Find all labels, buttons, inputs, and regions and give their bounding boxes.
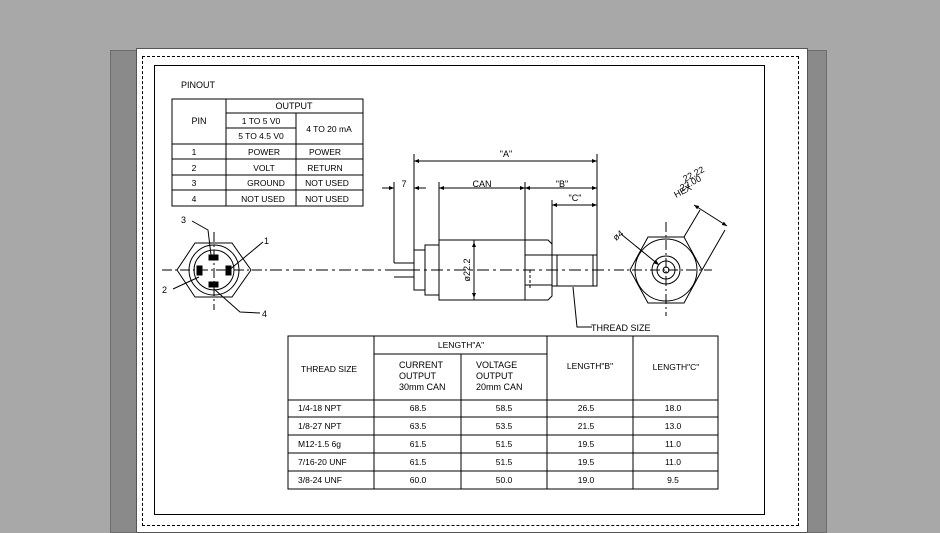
pinout-title: PINOUT [181,80,216,90]
length-a-voltage-cell: 51.5 [496,439,513,449]
current-cell: POWER [309,147,341,157]
length-table [287,335,719,490]
connector-end-view [162,220,268,314]
length-a-current-cell: 61.5 [410,457,427,467]
length-c-cell: 11.0 [665,439,681,449]
pin-label-4: 4 [262,309,267,319]
current-cell: NOT USED [305,194,349,204]
thread-cell: 3/8-24 UNF [298,475,342,485]
voltage-mode-1: 1 TO 5 V0 [242,116,281,126]
length-a-current-cell: 61.5 [410,439,427,449]
voltage-mode-2: 5 TO 4.5 V0 [238,131,284,141]
length-a-voltage-cell: 50.0 [496,475,513,485]
output-header: OUTPUT [276,101,314,111]
length-a-current-cell: 60.0 [410,475,427,485]
length-b-cell: 19.5 [578,439,595,449]
length-c-cell: 18.0 [665,403,682,413]
pin-label-1: 1 [264,236,269,246]
current-header-2: OUTPUT [399,371,437,381]
thread-cell: M12-1.5 6g [298,439,341,449]
pin-cell: 4 [192,194,197,204]
length-a-voltage-cell: 51.5 [496,457,513,467]
thread-cell: 7/16-20 UNF [298,457,347,467]
phi4-label: ø4 [611,228,625,242]
voltage-header-1: VOLTAGE [476,360,517,370]
current-cell: RETURN [307,163,342,173]
length-a-voltage-cell: 53.5 [496,421,513,431]
length-table-rows: 1/4-18 NPT 68.5 58.5 26.5 18.0 1/8-27 NP… [298,403,682,485]
pin-cell: 1 [192,147,197,157]
voltage-header-3: 20mm CAN [476,382,523,392]
thread-cell: 1/8-27 NPT [298,421,341,431]
hex-end-view [614,204,728,316]
length-b-cell: 26.5 [578,403,595,413]
voltage-cell: GROUND [247,178,285,188]
current-cell: NOT USED [305,178,349,188]
voltage-cell: POWER [248,147,280,157]
length-a-current-cell: 68.5 [410,403,427,413]
dim-diameter-label: ø22.2 [462,258,472,281]
length-a-current-cell: 63.5 [410,421,427,431]
length-b-cell: 19.5 [578,457,595,467]
dim-c-label: "C" [569,193,582,203]
length-b-cell: 21.5 [578,421,595,431]
length-b-cell: 19.0 [578,475,595,485]
dim-b-label: "B" [556,179,568,189]
dim-7-label: 7 [401,179,406,189]
length-c-cell: 9.5 [667,475,679,485]
length-c-cell: 13.0 [665,421,682,431]
current-header-1: CURRENT [399,360,444,370]
length-c-cell: 11.0 [665,457,681,467]
pinout-table [171,98,364,207]
pin-label-3: 3 [181,215,186,225]
sensor-side-view [270,154,610,328]
dim-a-label: "A" [500,149,512,159]
current-mode: 4 TO 20 mA [306,124,352,134]
pin-label-2: 2 [162,285,167,295]
sheet-dashed-border [142,56,799,526]
voltage-cell: VOLT [253,163,275,173]
pin-header: PIN [191,116,206,126]
thread-size-header: THREAD SIZE [301,364,358,374]
length-a-header: LENGTH"A" [438,340,484,350]
current-header-3: 30mm CAN [399,382,446,392]
voltage-header-2: OUTPUT [476,371,514,381]
length-c-header: LENGTH"C" [653,362,700,372]
voltage-cell: NOT USED [241,194,285,204]
pin-cell: 3 [192,178,197,188]
length-b-header: LENGTH"B" [567,361,613,371]
pin-cell: 2 [192,163,197,173]
length-a-voltage-cell: 58.5 [496,403,513,413]
dim-can-label: CAN [472,179,491,189]
drawing-border [154,65,765,515]
thread-cell: 1/4-18 NPT [298,403,341,413]
pinout-rows: 1 POWER POWER 2 VOLT RETURN 3 GROUND NOT… [192,147,349,204]
thread-size-label: THREAD SIZE [591,323,651,333]
